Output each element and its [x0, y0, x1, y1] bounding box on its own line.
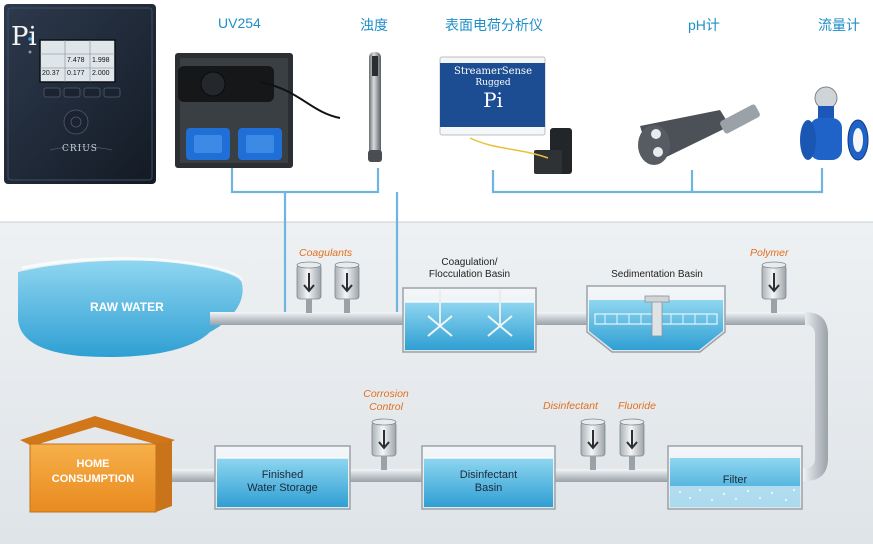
controller-brand: CRIUS [62, 144, 98, 154]
flow-meter [800, 86, 869, 161]
turbidity-probe [368, 52, 382, 162]
surface-charge-label: 表面电荷分析仪 [445, 17, 543, 33]
raw-water-body [18, 260, 243, 357]
filter-tank [667, 445, 803, 510]
controller-value-3: 2.000 [92, 70, 110, 77]
finished-water-label-2: Water Storage [247, 482, 318, 494]
doser-disinfectant [580, 418, 606, 470]
controller-logo: Pi [11, 22, 37, 52]
flow-label: 流量计 [818, 17, 860, 33]
ph-sensor [638, 104, 760, 165]
uv254-label: UV254 [218, 15, 261, 31]
fluoride-label: Fluoride [618, 400, 656, 412]
doser-coagulant-2 [334, 261, 360, 313]
coag-basin-title-1: Coagulation/ [441, 257, 498, 268]
signal-lines [230, 168, 824, 318]
ph-label: pH计 [688, 17, 720, 33]
home-house-icon [20, 416, 175, 513]
disinfectant-chem-label: Disinfectant [543, 400, 598, 412]
doser-polymer [761, 261, 787, 313]
polymer-label: Polymer [750, 247, 789, 259]
turbidity-label: 浊度 [360, 17, 388, 33]
finished-water-label-1: Finished [261, 469, 304, 481]
doser-corrosion-control [371, 418, 397, 470]
controller-value-5: 1.998 [92, 57, 110, 64]
disinfectant-basin-tank [421, 445, 556, 510]
analyzer-subname: Rugged [475, 78, 511, 88]
controller-value-1: 20.37 [42, 70, 60, 77]
doser-coagulant-1 [296, 261, 322, 313]
crius-controller [4, 4, 156, 184]
sedimentation-basin [586, 285, 726, 353]
corrosion-label-2: Control [369, 401, 403, 413]
doser-fluoride [619, 418, 645, 470]
raw-water-label: RAW WATER [90, 300, 164, 314]
streamersense-analyzer [439, 56, 572, 174]
controller-value-4: 7.478 [67, 57, 85, 64]
sedimentation-label: Sedimentation Basin [611, 269, 703, 280]
analyzer-name: StreamerSense [454, 66, 532, 77]
disinfectant-basin-label-2: Basin [474, 482, 503, 494]
home-label-2: CONSUMPTION [51, 473, 135, 485]
coagulation-basin [402, 287, 537, 353]
coag-basin-title-2: Flocculation Basin [428, 269, 511, 280]
analyzer-logo: Pi [483, 88, 503, 112]
coagulants-label: Coagulants [299, 247, 353, 259]
disinfectant-basin-label-1: Disinfectant [459, 469, 518, 481]
finished-water-tank [214, 445, 351, 510]
controller-value-2: 0.177 [67, 70, 85, 77]
home-label-1: HOME [76, 458, 110, 470]
filter-label: Filter [722, 474, 748, 486]
corrosion-label-1: Corrosion [363, 388, 409, 400]
controller-screen [39, 39, 116, 83]
pipes [155, 312, 828, 482]
uv254-analyzer [175, 53, 341, 168]
